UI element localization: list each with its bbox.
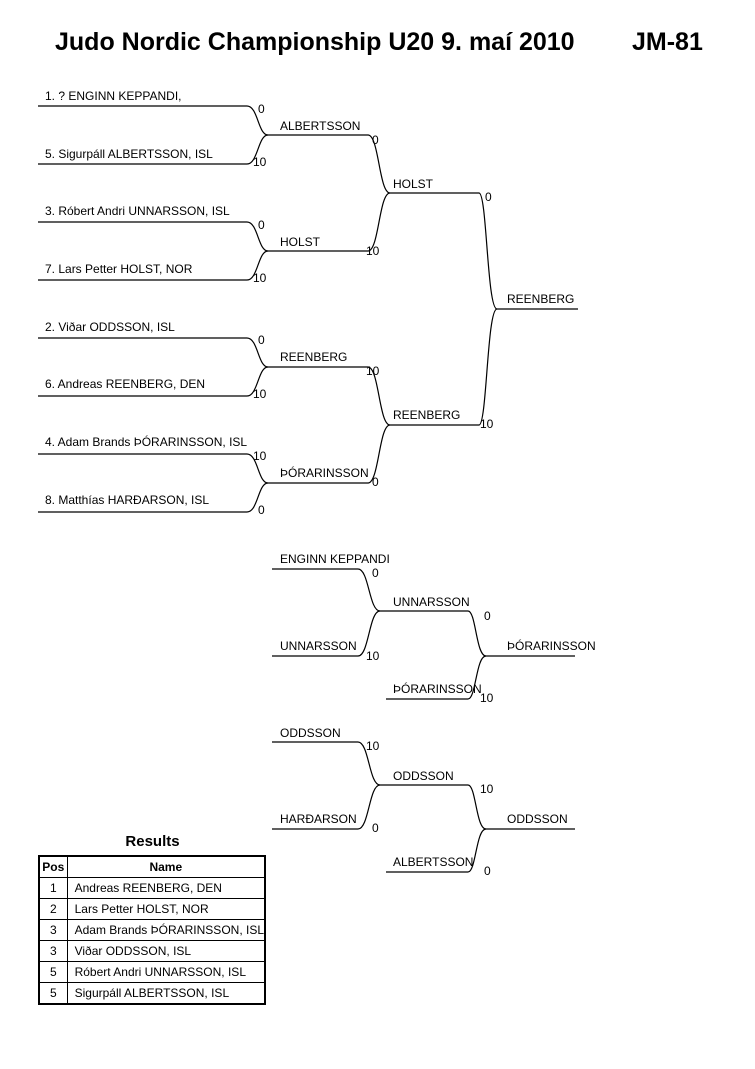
entrant-label: 6. Andreas REENBERG, DEN [45, 377, 205, 391]
score-label: 10 [366, 364, 380, 378]
repechage-2-second-match: ALBERTSSON 10 0 ODDSSON [386, 782, 575, 878]
score-label: 0 [372, 133, 379, 147]
winner-label: REENBERG [393, 408, 460, 422]
score-label: 10 [253, 387, 267, 401]
winner-label: ODDSSON [393, 769, 454, 783]
winner-label: UNNARSSON [393, 595, 470, 609]
score-label: 0 [372, 821, 379, 835]
entrant-label: HARÐARSON [280, 812, 357, 826]
score-label: 0 [372, 566, 379, 580]
table-row: 3 Viðar ODDSSON, ISL [38, 940, 266, 962]
entrant-label: 4. Adam Brands ÞÓRARINSSON, ISL [45, 434, 247, 449]
results-title: Results [125, 833, 180, 850]
result-name: Róbert Andri UNNARSSON, ISL [66, 961, 266, 983]
entrant-label: ÞÓRARINSSON [393, 681, 482, 696]
score-label: 10 [253, 449, 267, 463]
result-pos: 5 [38, 982, 68, 1005]
entrant-label: 3. Róbert Andri UNNARSSON, ISL [45, 204, 230, 218]
main-final-match: 0 10 REENBERG [478, 190, 578, 431]
winner-label: HOLST [280, 235, 321, 249]
result-name: Adam Brands ÞÓRARINSSON, ISL [66, 919, 266, 941]
main-round1-match-2: 3. Róbert Andri UNNARSSON, ISL 7. Lars P… [38, 204, 368, 285]
score-label: 10 [480, 782, 494, 796]
entrant-label: 5. Sigurpáll ALBERTSSON, ISL [45, 147, 213, 161]
table-row: 5 Sigurpáll ALBERTSSON, ISL [38, 982, 266, 1005]
result-name: Sigurpáll ALBERTSSON, ISL [66, 982, 266, 1005]
column-header-name: Name [66, 855, 266, 878]
entrant-label: 7. Lars Petter HOLST, NOR [45, 262, 193, 276]
result-pos: 3 [38, 940, 68, 962]
entrant-label: 8. Matthías HARÐARSON, ISL [45, 493, 209, 507]
score-label: 0 [258, 333, 265, 347]
page-title: Judo Nordic Championship U20 9. maí 2010 [55, 28, 575, 56]
score-label: 0 [484, 609, 491, 623]
score-label: 10 [480, 417, 494, 431]
winner-label: REENBERG [507, 292, 574, 306]
winner-label: HOLST [393, 177, 434, 191]
results-header-row: Pos Name [38, 855, 266, 878]
main-round2-match-2: 10 0 REENBERG [366, 364, 479, 489]
winner-label: ÞÓRARINSSON [280, 465, 369, 480]
result-name: Lars Petter HOLST, NOR [66, 898, 266, 920]
score-label: 0 [258, 218, 265, 232]
main-round1-match-1: 1. ? ENGINN KEPPANDI, 5. Sigurpáll ALBER… [38, 89, 368, 169]
score-label: 0 [484, 864, 491, 878]
entrant-label: 2. Viðar ODDSSON, ISL [45, 320, 175, 334]
result-name: Andreas REENBERG, DEN [66, 877, 266, 899]
table-row: 5 Róbert Andri UNNARSSON, ISL [38, 961, 266, 983]
score-label: 0 [485, 190, 492, 204]
score-label: 10 [480, 691, 494, 705]
score-label: 10 [253, 271, 267, 285]
column-header-pos: Pos [38, 855, 68, 878]
table-row: 1 Andreas REENBERG, DEN [38, 877, 266, 899]
table-row: 2 Lars Petter HOLST, NOR [38, 898, 266, 920]
repechage-1-first-match: ENGINN KEPPANDI UNNARSSON 0 10 UNNARSSON [272, 552, 470, 663]
main-round1-match-3: 2. Viðar ODDSSON, ISL 6. Andreas REENBER… [38, 320, 368, 401]
entrant-label: 1. ? ENGINN KEPPANDI, [45, 89, 181, 103]
score-label: 0 [372, 475, 379, 489]
winner-label: ALBERTSSON [280, 119, 360, 133]
result-pos: 3 [38, 919, 68, 941]
repechage-1-second-match: ÞÓRARINSSON 0 10 ÞÓRARINSSON [386, 609, 596, 705]
winner-label: REENBERG [280, 350, 347, 364]
repechage-2-first-match: ODDSSON HARÐARSON 10 0 ODDSSON [272, 726, 468, 835]
score-label: 0 [258, 102, 265, 116]
event-code: JM-81 [632, 28, 703, 56]
score-label: 10 [253, 155, 267, 169]
result-name: Viðar ODDSSON, ISL [66, 940, 266, 962]
result-pos: 5 [38, 961, 68, 983]
result-pos: 2 [38, 898, 68, 920]
score-label: 10 [366, 649, 380, 663]
score-label: 0 [258, 503, 265, 517]
main-round1-match-4: 4. Adam Brands ÞÓRARINSSON, ISL 8. Matth… [38, 434, 369, 517]
result-pos: 1 [38, 877, 68, 899]
entrant-label: UNNARSSON [280, 639, 357, 653]
entrant-label: ODDSSON [280, 726, 341, 740]
entrant-label: ENGINN KEPPANDI [280, 552, 390, 566]
winner-label: ÞÓRARINSSON [507, 638, 596, 653]
main-round2-match-1: 0 10 HOLST [366, 133, 479, 258]
table-row: 3 Adam Brands ÞÓRARINSSON, ISL [38, 919, 266, 941]
entrant-label: ALBERTSSON [393, 855, 473, 869]
score-label: 10 [366, 739, 380, 753]
score-label: 10 [366, 244, 380, 258]
sheet-header: Judo Nordic Championship U20 9. maí 2010… [0, 28, 755, 62]
results-table: Pos Name 1 Andreas REENBERG, DEN 2 Lars … [38, 855, 266, 1005]
winner-label: ODDSSON [507, 812, 568, 826]
